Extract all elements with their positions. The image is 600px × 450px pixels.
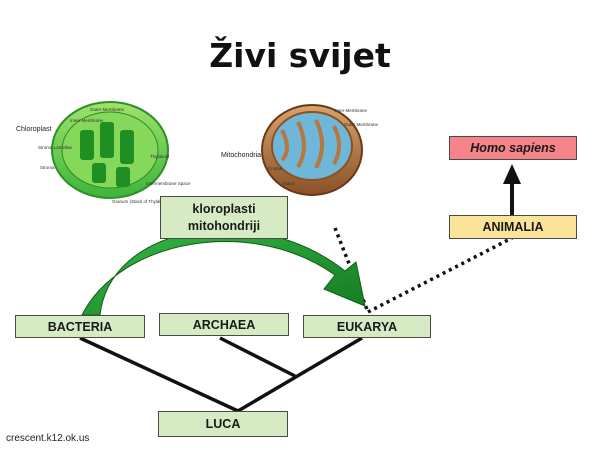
line-archaea-junction xyxy=(219,336,296,378)
luca-box: LUCA xyxy=(158,411,288,437)
organelles-line-1: kloroplasti xyxy=(192,201,256,216)
arrowhead-homo xyxy=(503,164,521,184)
chloroplast-label: Stroma xyxy=(40,165,55,170)
mitochondria-label: Inner Membrane xyxy=(334,108,368,113)
chloroplast-label: Inner Membrane xyxy=(70,118,104,123)
mitochondria-label: Cristae xyxy=(268,166,283,171)
animalia-box: ANIMALIA xyxy=(449,215,577,239)
homo-sapiens-box: Homo sapiens xyxy=(449,136,577,160)
mitochondria-label: Matrix xyxy=(283,181,296,186)
credit-text: crescent.k12.ok.us xyxy=(6,433,90,444)
chloroplast-illustration xyxy=(51,101,169,199)
organelles-line-2: mitohondriji xyxy=(187,218,261,233)
bacteria-box: BACTERIA xyxy=(15,315,145,338)
archaea-box: ARCHAEA xyxy=(159,313,289,336)
eukarya-box: EUKARYA xyxy=(303,315,431,338)
chloroplast-label: Outer Membrane xyxy=(90,107,125,112)
page-title: Živi svijet xyxy=(209,36,391,75)
mitochondria-title: Mitochondria xyxy=(221,152,261,159)
green-curved-arrow xyxy=(81,229,366,316)
chloroplast-label: Granum (Stack of Thylakoids) xyxy=(112,199,172,204)
chloroplast-title: Chloroplast xyxy=(16,126,51,133)
dotted-line-organelles-eukarya xyxy=(333,227,370,313)
line-bacteria-luca xyxy=(79,336,239,413)
organelles-box: kloroplasti mitohondriji xyxy=(160,196,288,239)
chloroplast-label: Intermembrane Space xyxy=(146,181,191,186)
line-eukarya-luca xyxy=(237,336,363,413)
chloroplast-label: Stroma Lamellae xyxy=(38,145,73,150)
mitochondria-illustration xyxy=(261,104,363,196)
mitochondria-label: Outer Membrane xyxy=(344,122,379,127)
chloroplast-label: Thylakoid xyxy=(150,154,170,159)
dotted-line-eukarya-animalia xyxy=(367,236,513,314)
